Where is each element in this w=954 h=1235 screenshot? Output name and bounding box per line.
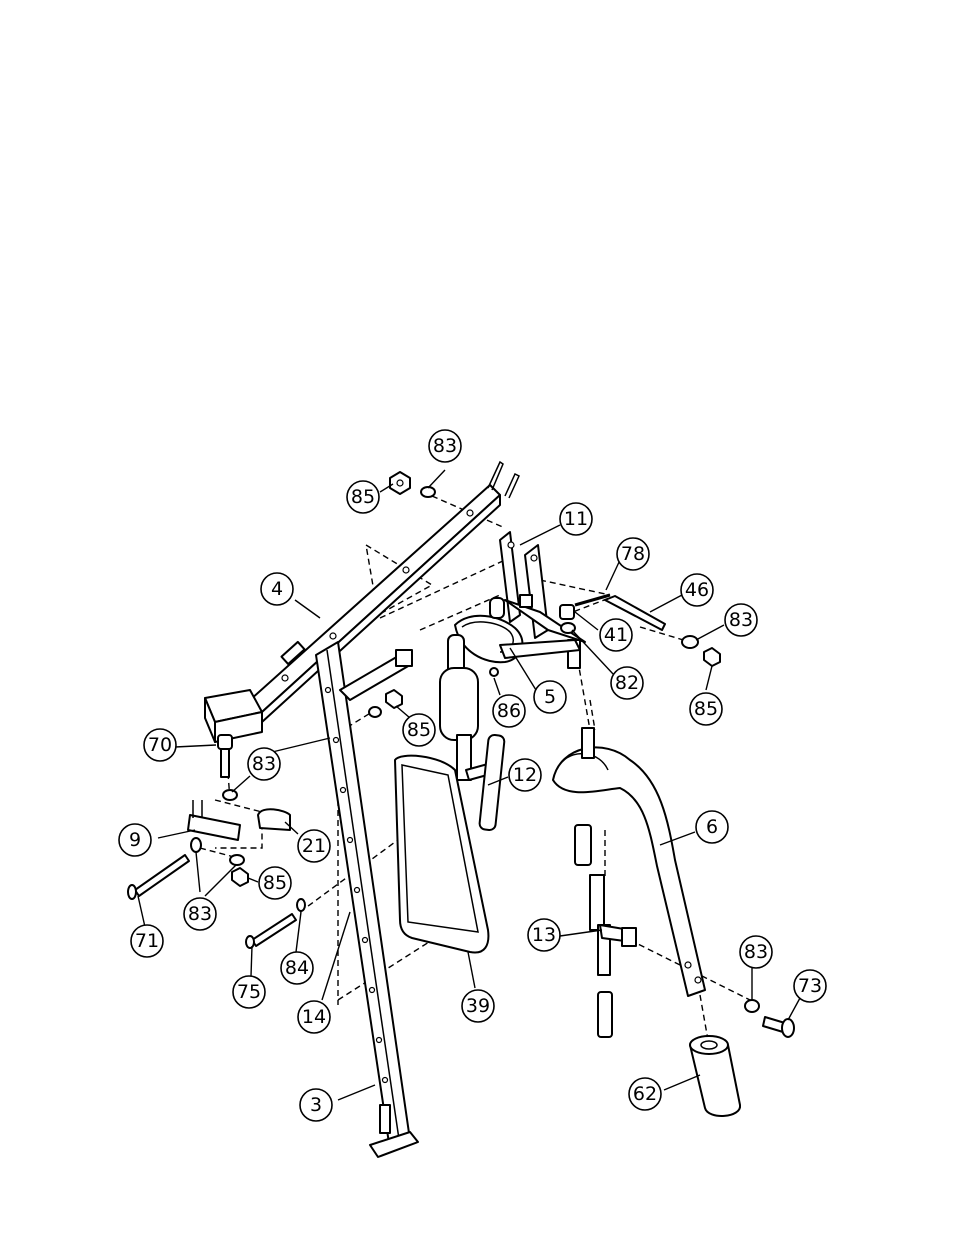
callout-label: 11 <box>564 508 588 530</box>
callout-82: 82 <box>610 666 644 700</box>
callout-4: 4 <box>260 572 294 606</box>
callout-83: 83 <box>183 897 217 931</box>
callout-label: 83 <box>433 435 457 457</box>
callout-85: 85 <box>346 480 380 514</box>
part-13-handle <box>574 824 637 1038</box>
callout-39: 39 <box>461 989 495 1023</box>
callout-73: 73 <box>793 969 827 1003</box>
callout-label: 83 <box>188 903 212 925</box>
callout-label: 85 <box>263 872 287 894</box>
callout-11: 11 <box>559 502 593 536</box>
callout-label: 70 <box>148 734 172 756</box>
callout-label: 85 <box>351 486 375 508</box>
callout-83: 83 <box>724 603 758 637</box>
callout-85: 85 <box>402 713 436 747</box>
callout-label: 12 <box>513 764 537 786</box>
hardware-parts <box>127 471 795 1038</box>
callout-label: 9 <box>129 829 141 851</box>
part-3-upright-post <box>315 641 419 1158</box>
callout-5: 5 <box>533 680 567 714</box>
callout-62: 62 <box>628 1077 662 1111</box>
callout-label: 4 <box>271 578 283 600</box>
callout-label: 6 <box>706 816 718 838</box>
callout-6: 6 <box>695 810 729 844</box>
callout-label: 83 <box>252 753 276 775</box>
callout-9: 9 <box>118 823 152 857</box>
callout-label: 84 <box>285 957 309 979</box>
callout-12: 12 <box>508 758 542 792</box>
callout-label: 86 <box>497 700 521 722</box>
callout-leader-lines <box>137 469 801 1101</box>
callout-label: 73 <box>798 975 822 997</box>
callout-13: 13 <box>527 918 561 952</box>
callout-label: 39 <box>466 995 490 1017</box>
callout-86: 86 <box>492 694 526 728</box>
callout-46: 46 <box>680 573 714 607</box>
part-5-pivot-arm <box>454 597 581 664</box>
part-62-roller <box>689 1035 741 1117</box>
callout-label: 71 <box>135 930 159 952</box>
callout-label: 13 <box>532 924 556 946</box>
callout-85: 85 <box>258 866 292 900</box>
callout-label: 83 <box>729 609 753 631</box>
callout-3: 3 <box>299 1088 333 1122</box>
callout-78: 78 <box>616 537 650 571</box>
callout-label: 46 <box>685 579 709 601</box>
callout-83: 83 <box>739 935 773 969</box>
callout-70: 70 <box>143 728 177 762</box>
part-12-arm-pad <box>439 634 506 831</box>
part-39-back-pad <box>394 754 490 954</box>
callout-label: 3 <box>310 1094 322 1116</box>
callout-label: 75 <box>237 981 261 1003</box>
callout-label: 21 <box>302 835 326 857</box>
callout-label: 14 <box>302 1006 326 1028</box>
callout-84: 84 <box>280 951 314 985</box>
callout-label: 85 <box>694 698 718 720</box>
part-6-curved-arm <box>552 727 706 997</box>
callout-75: 75 <box>232 975 266 1009</box>
callouts: 83 85 11 78 46 83 41 82 85 4 5 86 85 70 … <box>118 429 827 1122</box>
callout-label: 62 <box>633 1083 657 1105</box>
callout-14: 14 <box>297 1000 331 1034</box>
callout-83: 83 <box>247 747 281 781</box>
callout-label: 5 <box>544 686 556 708</box>
callout-41: 41 <box>599 618 633 652</box>
callout-label: 82 <box>615 672 639 694</box>
callout-71: 71 <box>130 924 164 958</box>
callout-85: 85 <box>689 692 723 726</box>
callout-label: 83 <box>744 941 768 963</box>
callout-label: 78 <box>621 543 645 565</box>
callout-label: 41 <box>604 624 628 646</box>
callout-83: 83 <box>428 429 462 463</box>
callout-21: 21 <box>297 829 331 863</box>
callout-label: 85 <box>407 719 431 741</box>
